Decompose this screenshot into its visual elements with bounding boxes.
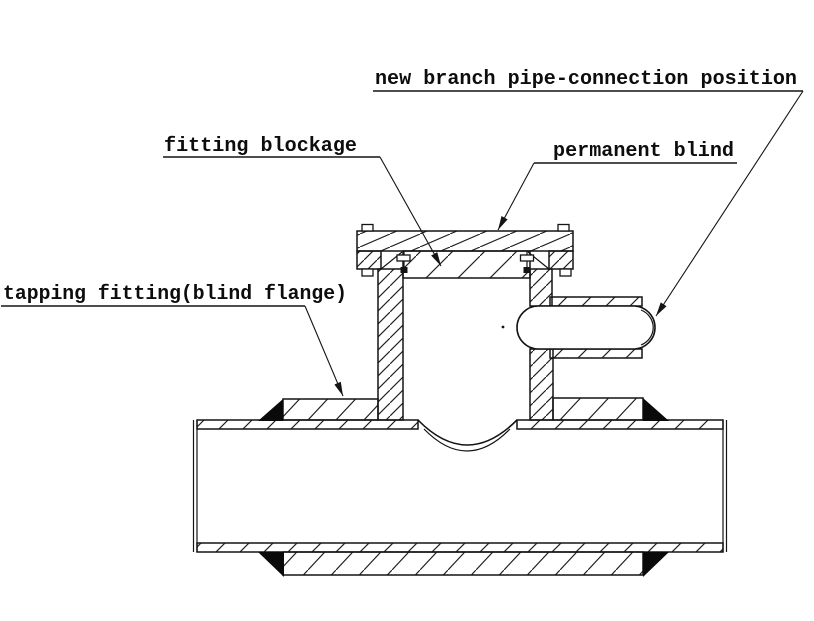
saddle-sleeve	[258, 397, 669, 577]
bolt-nut-left	[361, 268, 374, 277]
bolt-head-right	[557, 223, 570, 232]
saddle-top-left-band	[282, 398, 379, 421]
new-branch-pipe-stub	[516, 305, 656, 350]
weld-bead-top-right	[643, 398, 669, 421]
main-pipe-left-end	[192, 420, 198, 552]
weld-bead-bottom-left	[258, 552, 284, 577]
label-new-branch: new branch pipe-connection position	[375, 68, 797, 91]
branch-pipe-end-face-arc	[640, 309, 654, 346]
callout-permanent-blind: permanent blind	[497, 140, 737, 231]
blockage-stud-left	[396, 251, 411, 273]
pipe-hole-sag-outer	[417, 419, 518, 446]
saddle-top-right-band	[552, 397, 644, 421]
center-mark-dot	[501, 325, 505, 329]
leader-permanent-blind	[497, 162, 535, 231]
main-pipe-right-end	[722, 420, 728, 552]
main-pipe-top-wall-left	[196, 419, 419, 430]
main-pipe-bottom-wall	[196, 542, 724, 553]
blockage-stud-right	[519, 251, 535, 273]
fitting-flange-ear-left	[356, 250, 382, 270]
weld-bead-bottom-right	[643, 552, 669, 577]
saddle-bottom-band	[282, 551, 644, 576]
label-tapping-fitting: tapping fitting(blind flange)	[3, 283, 347, 306]
riser-fitting-body	[356, 250, 574, 421]
riser-right-wall-upper	[529, 268, 553, 307]
main-pipe-top-wall-right	[516, 419, 724, 430]
nozzle-top-wall	[549, 296, 643, 307]
leader-fitting-blockage	[379, 156, 442, 267]
branch-pipe-body	[516, 305, 656, 350]
leader-tapping-fitting	[304, 305, 344, 397]
pipe-hole-sag-inner	[423, 428, 511, 452]
label-permanent-blind: permanent blind	[553, 140, 734, 163]
callout-new-branch: new branch pipe-connection position	[373, 68, 804, 317]
blind-flange-assembly	[356, 223, 574, 277]
fitting-blockage-plate	[396, 250, 535, 279]
label-fitting-blockage: fitting blockage	[164, 135, 357, 158]
bolt-head-left	[361, 223, 374, 232]
main-pipe	[192, 419, 728, 553]
leader-new-branch	[655, 90, 804, 317]
callout-tapping-fitting: tapping fitting(blind flange)	[1, 283, 347, 397]
bolt-nut-right	[559, 268, 572, 277]
callout-fitting-blockage: fitting blockage	[163, 135, 442, 267]
permanent-blind-flange	[356, 230, 574, 252]
blockage-plate	[402, 250, 531, 279]
riser-right-wall-lower	[529, 348, 554, 421]
fitting-flange-ear-right	[548, 250, 574, 270]
weld-bead-top-left	[258, 399, 283, 421]
riser-left-wall	[377, 268, 404, 421]
nozzle-bottom-wall	[549, 348, 643, 359]
